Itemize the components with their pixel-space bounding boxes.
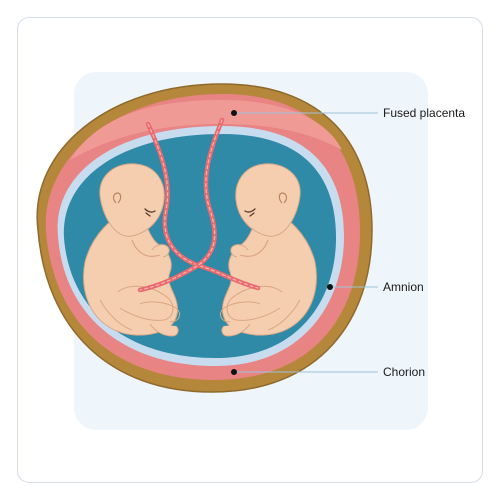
leader-lines: [234, 112, 378, 373]
label-chorion: Chorion: [383, 365, 425, 379]
chorion-dot: [231, 369, 237, 375]
label-dots: [231, 110, 333, 375]
fused-placenta-dot: [231, 110, 237, 116]
umbilical-cords: [137, 117, 261, 293]
fused-placenta: [70, 100, 342, 160]
label-fused-placenta: Fused placenta: [383, 106, 465, 120]
label-amnion: Amnion: [383, 280, 424, 294]
amnion-dot: [327, 284, 333, 290]
